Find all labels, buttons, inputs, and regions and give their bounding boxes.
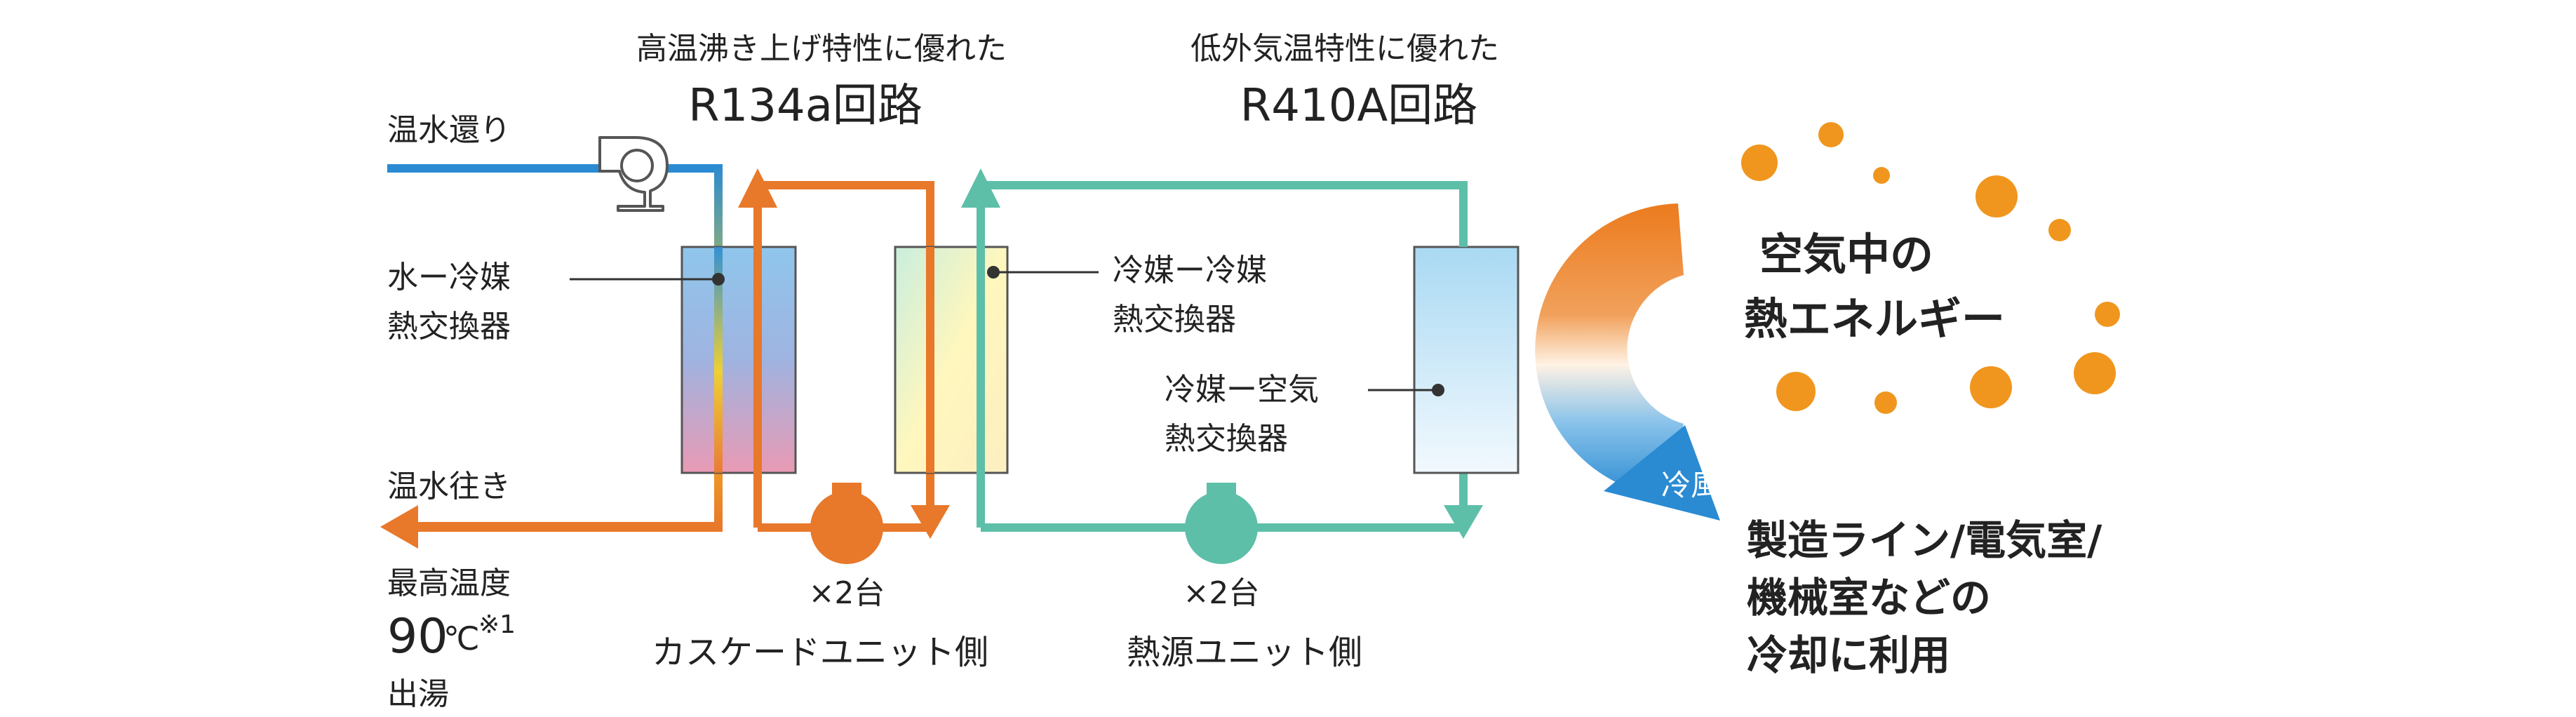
water-refrigerant-exchanger <box>680 246 797 474</box>
max-temp-unit: ℃ <box>443 619 480 657</box>
refrigerant-refrigerant-exchanger <box>894 246 1009 474</box>
water-supply-arrowhead <box>380 505 418 549</box>
r410a-loop <box>977 181 1468 532</box>
energy-label-1: 空気中の <box>1759 229 1933 280</box>
usage-label-3: 冷却に利用 <box>1747 631 1950 679</box>
r410a-down-arrowhead <box>1444 505 1483 539</box>
usage-label-2: 機械室などの <box>1747 574 1991 622</box>
max-temp-label: 最高温度 <box>387 565 511 601</box>
water-hx-label-2: 熱交換器 <box>387 309 511 344</box>
cold-air-arrowhead <box>1604 425 1720 521</box>
r410a-subtitle: 低外気温特性に優れた <box>1190 31 1499 67</box>
r134a-up-arrowhead <box>738 168 777 208</box>
refref-hx-label-2: 熱交換器 <box>1113 302 1236 337</box>
air-hx-label-2: 熱交換器 <box>1165 421 1288 457</box>
cascade-compressor <box>810 483 883 564</box>
water-return-pipe <box>387 164 617 173</box>
cascade-count: ×2台 <box>809 575 885 611</box>
water-pipe-overlay <box>714 247 723 473</box>
outlet-label: 出湯 <box>387 676 449 712</box>
water-return-pipe-2 <box>652 164 723 173</box>
r134a-title: R134a回路 <box>688 80 923 132</box>
heat-source-count: ×2台 <box>1183 575 1260 611</box>
cold-air-label: 冷風 <box>1661 468 1720 502</box>
cascade-label: カスケードユニット側 <box>652 633 988 672</box>
water-supply-label: 温水往き <box>387 469 511 504</box>
r410a-title: R410A回路 <box>1240 80 1477 132</box>
heat-source-label: 熱源ユニット側 <box>1127 633 1362 672</box>
refref-hx-leader-dot <box>987 266 1000 279</box>
energy-dots <box>1741 122 2120 414</box>
air-hx-label-1: 冷媒ー空気 <box>1165 372 1319 408</box>
water-supply-pipe <box>414 522 723 532</box>
air-flow-curved-arrow <box>1535 203 1684 497</box>
heat-source-compressor <box>1185 483 1258 564</box>
water-hx-leader-dot <box>712 273 725 286</box>
r134a-pipe-overlay <box>926 247 934 473</box>
fan-icon <box>598 136 669 212</box>
r410a-up-arrowhead <box>961 168 1000 208</box>
air-hx-leader-dot <box>1432 384 1444 396</box>
max-temp-note: ※1 <box>478 610 516 639</box>
r410a-pipe-overlay <box>977 247 985 473</box>
r134a-down-arrowhead <box>911 505 950 539</box>
refref-hx-label-1: 冷媒ー冷媒 <box>1113 253 1267 288</box>
water-return-label: 温水還り <box>387 112 511 148</box>
usage-label-1: 製造ライン/電気室/ <box>1747 516 2102 564</box>
water-hx-label-1: 水ー冷媒 <box>387 260 511 295</box>
r134a-subtitle: 高温沸き上げ特性に優れた <box>636 31 1007 67</box>
max-temp-value: 90 <box>387 609 448 664</box>
r410a-air-pipe-overlay <box>1459 185 1468 247</box>
refrigerant-air-exchanger <box>1413 246 1520 474</box>
energy-label-2: 熱エネルギー <box>1744 293 2005 344</box>
